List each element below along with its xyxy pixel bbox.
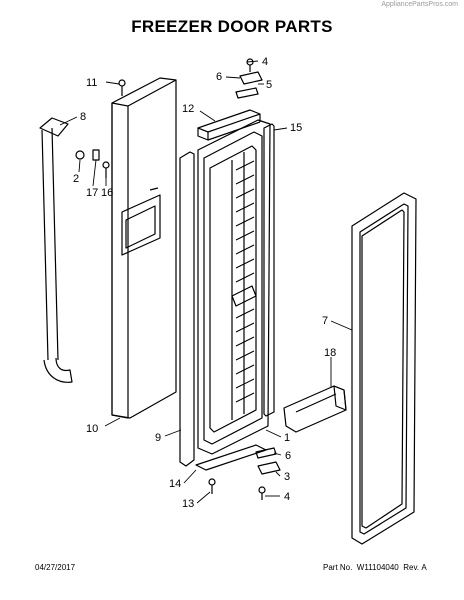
part-number: W11104040	[356, 563, 399, 572]
hinge-shim-top	[235, 87, 259, 99]
screw-part	[102, 161, 110, 169]
watermark: AppliancePartsPros.com	[381, 1, 458, 8]
callout-4-bottom: 4	[284, 491, 290, 503]
callout-16: 16	[101, 187, 113, 199]
callout-12: 12	[182, 103, 194, 115]
screw-top-part	[118, 79, 126, 87]
callout-13: 13	[182, 498, 194, 510]
outer-door-panel	[111, 77, 177, 419]
footer-part-number: Part No. W11104040 Rev. A	[323, 563, 427, 572]
washer-part	[75, 150, 85, 160]
callout-18: 18	[324, 347, 336, 359]
door-bottom-cap	[195, 444, 267, 471]
door-liner	[197, 119, 271, 455]
door-gasket	[351, 192, 417, 545]
callout-15: 15	[290, 122, 302, 134]
part-label: Part No.	[323, 563, 353, 572]
hinge-shim-bottom	[255, 447, 277, 459]
page-title: FREEZER DOOR PARTS	[131, 17, 333, 36]
rev-value: A	[421, 563, 427, 572]
callout-10: 10	[86, 423, 98, 435]
callout-11: 11	[86, 77, 97, 89]
callout-17: 17	[86, 187, 98, 199]
callout-6-bottom: 6	[285, 450, 291, 462]
hinge-screw-bottom	[258, 486, 266, 494]
footer-date: 04/27/2017	[35, 563, 76, 572]
callout-8: 8	[80, 111, 86, 123]
callout-5: 5	[266, 79, 272, 91]
door-shelves	[235, 160, 255, 403]
callout-14: 14	[169, 478, 181, 490]
callout-9: 9	[155, 432, 161, 444]
hinge-bracket-bottom	[257, 461, 281, 475]
callout-3: 3	[284, 471, 290, 483]
right-trim-strip	[263, 123, 275, 417]
callout-1: 1	[284, 432, 290, 444]
callout-2: 2	[73, 173, 79, 185]
callout-7: 7	[322, 315, 328, 327]
door-top-cap	[197, 109, 261, 133]
left-trim-strip	[179, 151, 195, 467]
hinge-bracket-top	[239, 71, 263, 85]
door-bin	[283, 385, 347, 433]
hinge-tube	[39, 117, 73, 383]
clip-part	[92, 149, 100, 161]
cap-screw-bottom	[208, 478, 216, 486]
callout-6-top: 6	[216, 71, 222, 83]
callout-4-top: 4	[262, 56, 268, 68]
rev-label: Rev.	[403, 563, 420, 572]
